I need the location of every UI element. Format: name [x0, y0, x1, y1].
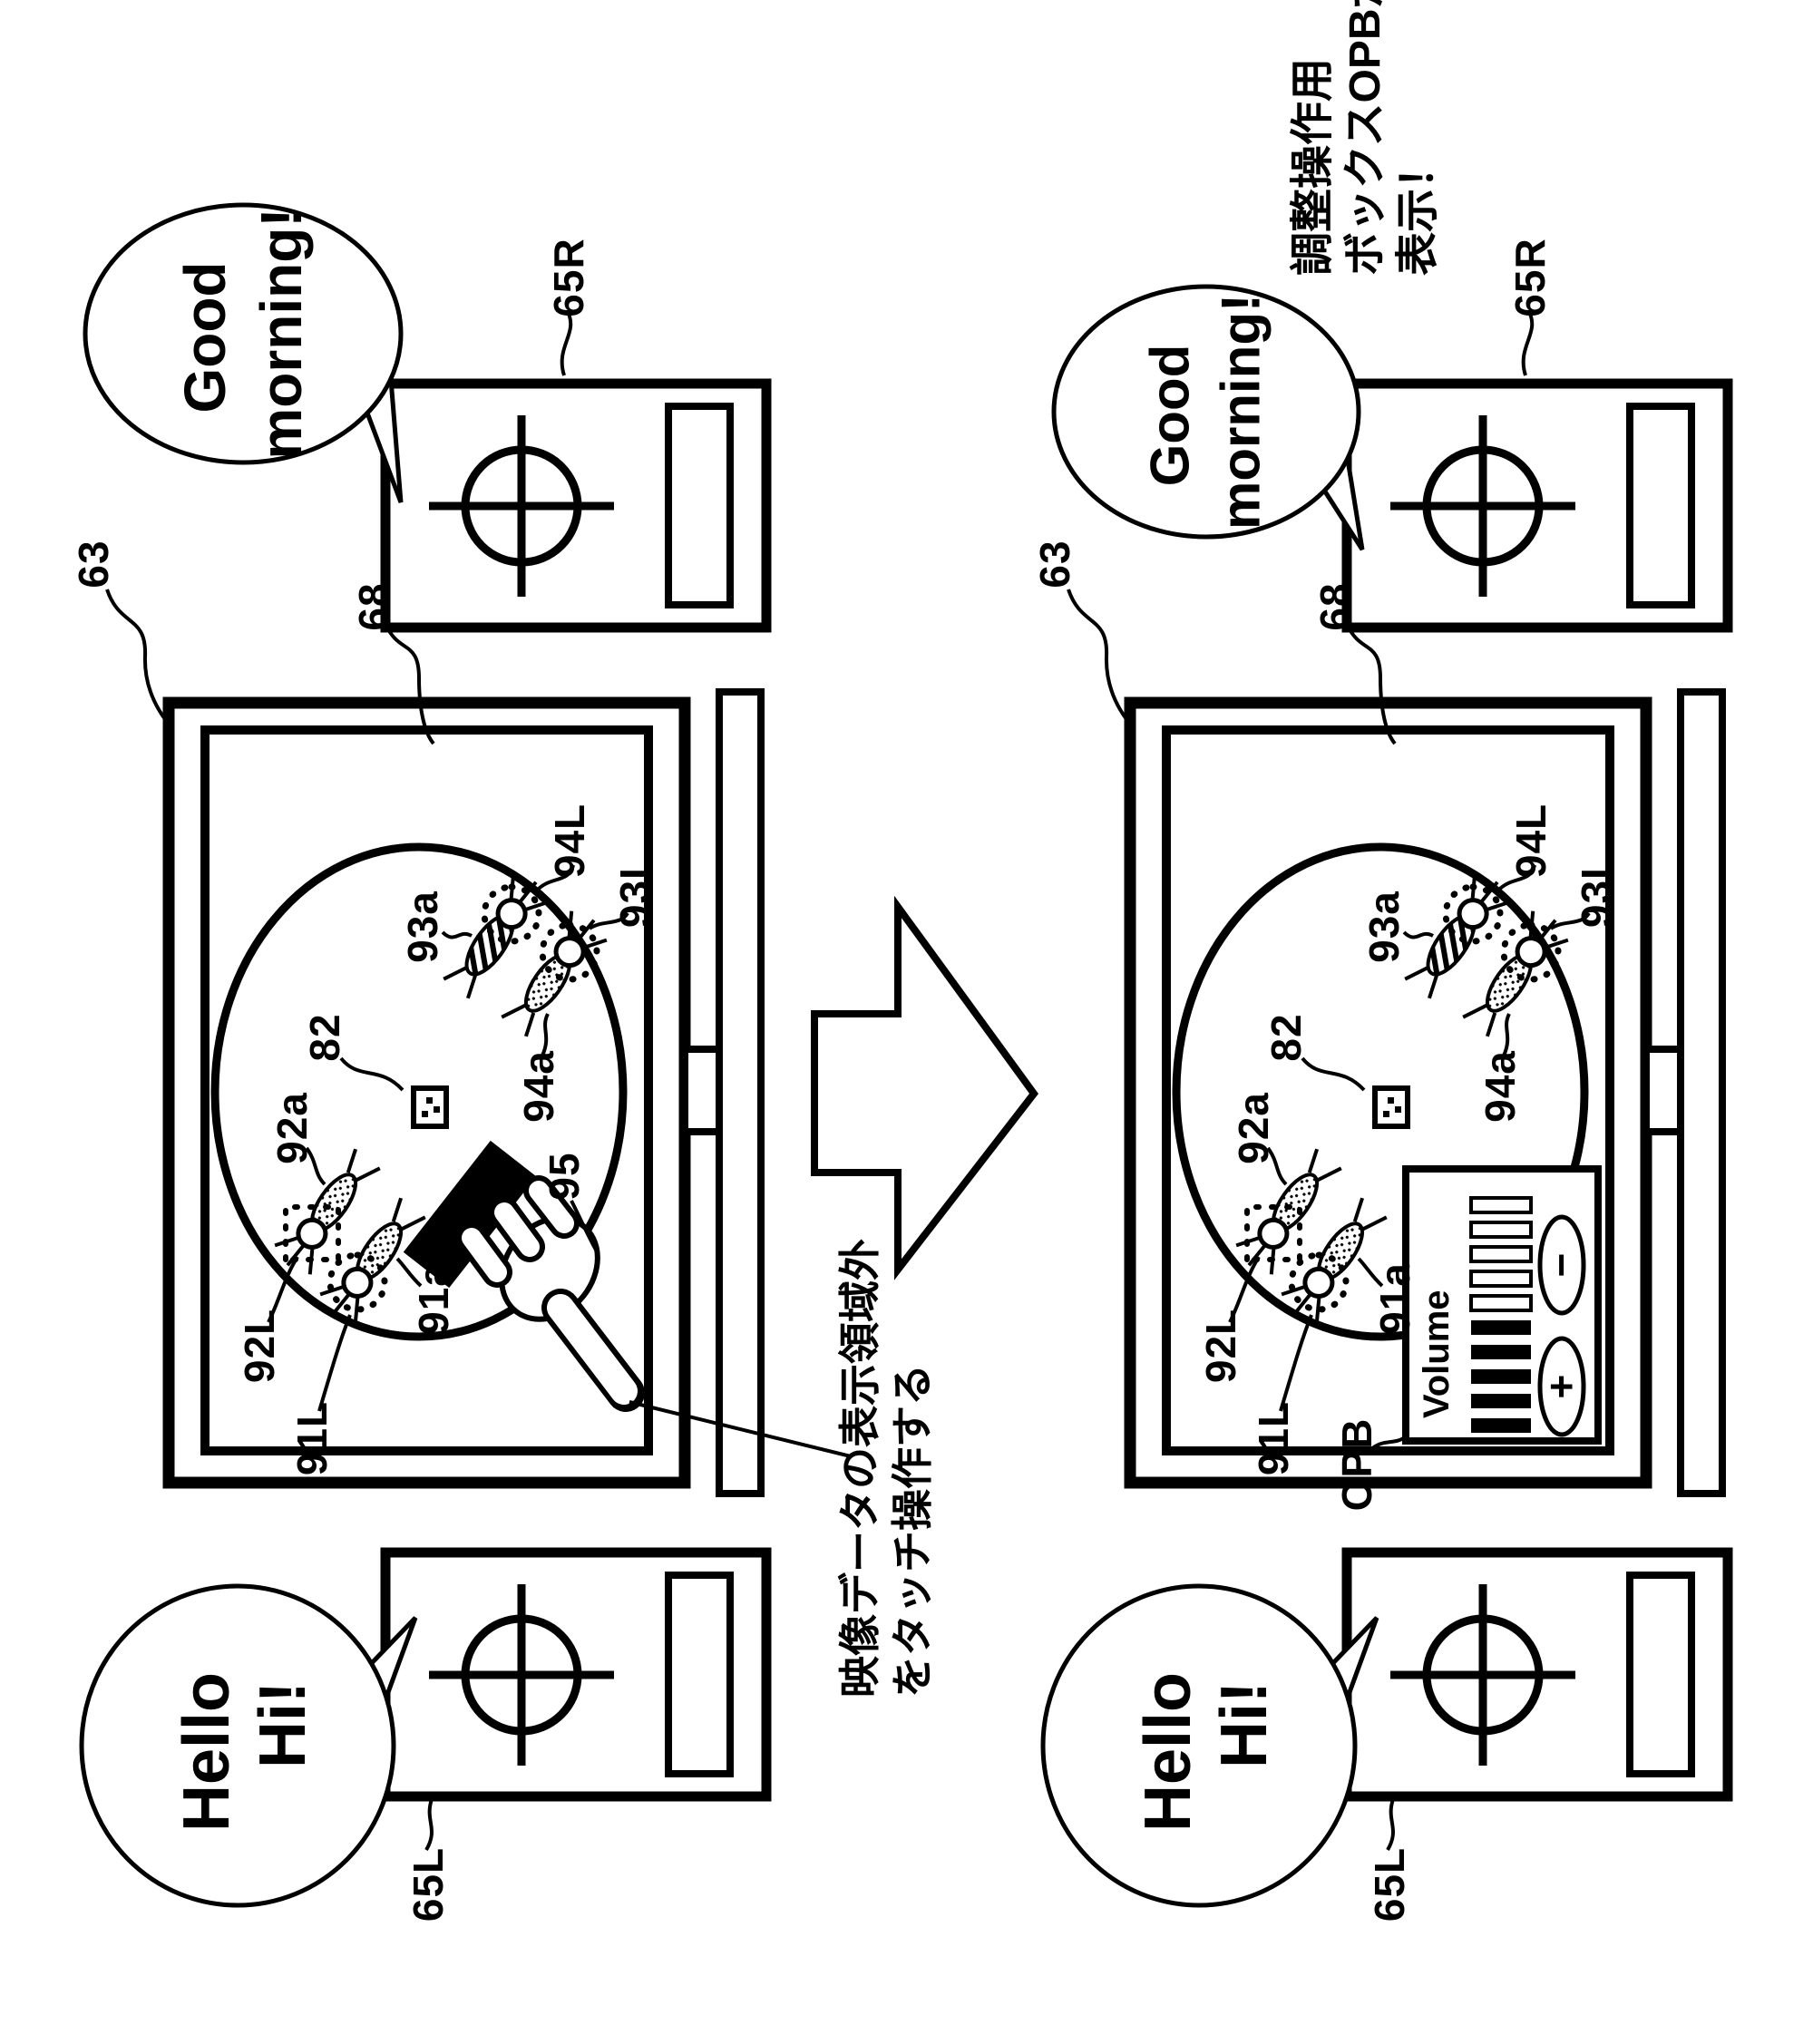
speaker-65R	[385, 384, 766, 628]
ref-82: 82	[301, 1013, 348, 1062]
panel-before	[79, 202, 852, 1908]
adjust-note-line2: ボックスOPBが	[1341, 0, 1389, 276]
ref-92L-after: 92L	[1197, 1308, 1244, 1384]
ref-93L-after: 93L	[1573, 852, 1620, 929]
panel-after	[1040, 284, 1728, 1908]
ref-94a: 94a	[515, 1050, 562, 1123]
speaker-65L	[385, 1552, 766, 1796]
speech-bubble-hello-after	[1040, 1583, 1379, 1908]
ref-93a: 93a	[399, 891, 446, 963]
speaker-65L-after	[1347, 1552, 1728, 1796]
touch-note-line2: をタッチ操作する	[889, 1364, 936, 1698]
good-line1: Good	[172, 261, 238, 414]
volume-level-bars	[1469, 1196, 1533, 1433]
speech-bubble-good-morning	[83, 202, 404, 503]
volume-minus-button[interactable]	[1537, 1214, 1586, 1316]
ref-65R: 65R	[545, 238, 592, 317]
touch-note-leader	[629, 1400, 852, 1458]
ref-95: 95	[541, 1152, 588, 1201]
volume-title: Volume	[1417, 1290, 1457, 1418]
ref-94L-after: 94L	[1507, 803, 1555, 879]
ref-92L: 92L	[236, 1308, 283, 1384]
speaker-65R-after	[1347, 384, 1728, 628]
ref-91L-after: 91L	[1250, 1400, 1297, 1476]
ref-91L: 91L	[288, 1400, 336, 1476]
ref-63: 63	[70, 540, 117, 589]
ref-68-after: 68	[1311, 582, 1359, 631]
ref-91a: 91a	[410, 1262, 457, 1335]
transition-arrow-icon	[811, 895, 1039, 1280]
minus-icon[interactable]: −	[1536, 1252, 1584, 1278]
adjust-note-line1: 調整操作用	[1289, 57, 1337, 276]
good-line2: morning!	[249, 208, 314, 460]
plus-icon[interactable]: +	[1536, 1374, 1584, 1399]
ref-65R-after: 65R	[1506, 238, 1554, 317]
ref-82-after: 82	[1262, 1013, 1310, 1062]
adjust-note-line3: 表示！	[1394, 144, 1442, 276]
touch-note-line1: 映像データの表示領域外	[836, 1239, 883, 1698]
ref-93L: 93L	[611, 852, 658, 929]
speech-bubble-hello	[79, 1583, 418, 1908]
hello-after-line2: Hi!	[1208, 1681, 1281, 1768]
ref-92a: 92a	[268, 1092, 316, 1164]
ref-OPB: OPB	[1333, 1417, 1380, 1512]
speech-bubble-good-morning-after	[1051, 284, 1365, 551]
ref-93a-after: 93a	[1360, 891, 1408, 963]
ref-63-after: 63	[1031, 540, 1078, 589]
opb-volume-box	[1402, 1165, 1602, 1445]
ref-65L-after: 65L	[1366, 1846, 1413, 1922]
good-after-line2: morning!	[1210, 294, 1272, 530]
ref-91a-after: 91a	[1371, 1262, 1418, 1335]
good-after-line1: Good	[1139, 344, 1201, 487]
ref-94a-after: 94a	[1477, 1050, 1524, 1123]
ref-94L: 94L	[546, 803, 593, 879]
ref-68: 68	[350, 582, 397, 631]
ref-65L: 65L	[405, 1846, 452, 1922]
volume-plus-button[interactable]	[1537, 1336, 1586, 1437]
hello-line2: Hi!	[247, 1681, 319, 1768]
hello-after-line1: Hello	[1132, 1671, 1204, 1833]
hello-line1: Hello	[171, 1671, 243, 1833]
ref-92a-after: 92a	[1230, 1092, 1277, 1164]
